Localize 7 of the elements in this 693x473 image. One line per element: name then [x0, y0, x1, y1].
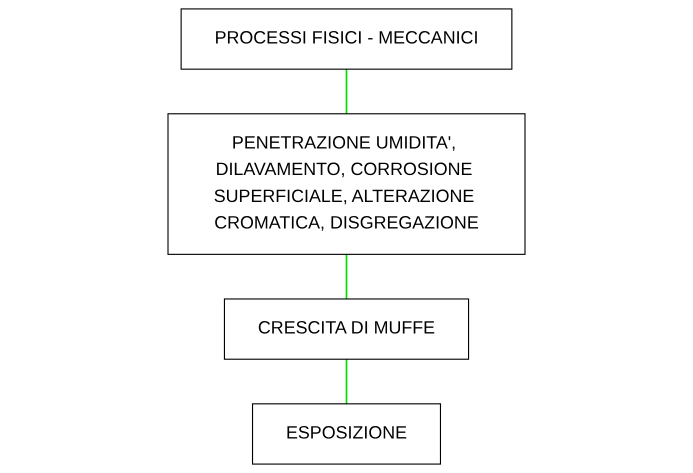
node-box: [167, 113, 526, 255]
connector: [346, 359, 348, 404]
node-box: [180, 8, 512, 70]
connector: [346, 254, 348, 299]
connector: [346, 69, 348, 114]
node-box: [224, 298, 470, 360]
node-box: [252, 403, 442, 465]
